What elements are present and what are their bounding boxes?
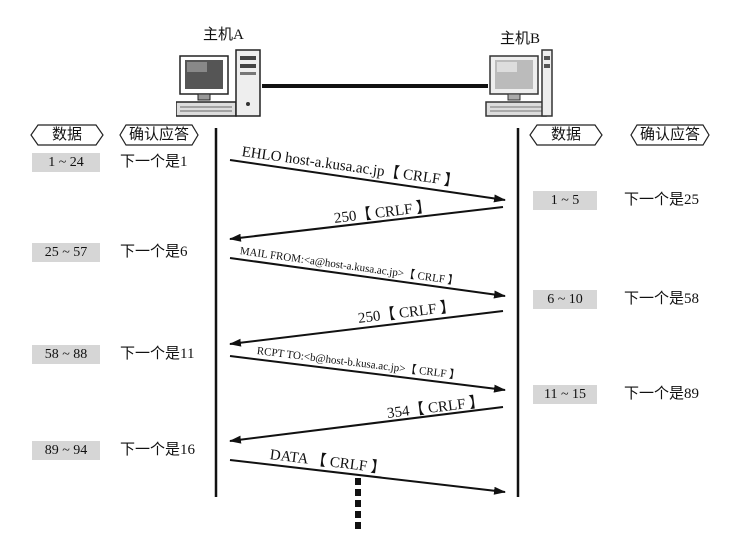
right-data-cell: 11 ~ 15 <box>533 385 597 404</box>
left-data-cell: 1 ~ 24 <box>32 153 100 172</box>
message-label: EHLO host-a.kusa.ac.jp【 CRLF 】 <box>240 144 460 191</box>
right-ack-cell: 下一个是58 <box>624 291 700 307</box>
host-a-computer-icon <box>176 49 261 117</box>
left-ack-header-text: 确认应答 <box>128 127 189 143</box>
host-b-computer-icon <box>485 49 553 117</box>
left-ack-cell: 下一个是1 <box>120 154 188 170</box>
left-ack-header: 确认应答 <box>119 124 199 146</box>
right-ack-cell: 下一个是89 <box>624 386 700 402</box>
left-ack-cell: 下一个是11 <box>120 346 195 362</box>
message-label: RCPT TO:<b@host-b.kusa.ac.jp>【 CRLF 】 <box>256 345 461 382</box>
right-data-cell: 1 ~ 5 <box>533 191 597 210</box>
host-a-label: 主机A <box>203 27 244 43</box>
left-data-header-text: 数据 <box>51 127 82 143</box>
message-label: MAIL FROM:<a@host-a.kusa.ac.jp>【 CRLF 】 <box>239 245 460 288</box>
host-b-label: 主机B <box>500 31 541 47</box>
continuation-dashes <box>355 478 361 529</box>
left-data-cell: 25 ~ 57 <box>32 243 100 262</box>
right-ack-cell: 下一个是25 <box>624 192 700 208</box>
left-ack-cell: 下一个是16 <box>120 442 196 458</box>
message-label: 250【 CRLF 】 <box>333 199 432 227</box>
left-data-cell: 58 ~ 88 <box>32 345 100 364</box>
right-data-header: 数据 <box>529 124 603 146</box>
message-label: 354【 CRLF 】 <box>386 394 485 422</box>
message-label: 250【 CRLF 】 <box>357 299 456 327</box>
left-ack-cell: 下一个是6 <box>120 244 188 260</box>
right-ack-header-text: 确认应答 <box>639 127 700 143</box>
right-ack-header: 确认应答 <box>630 124 710 146</box>
right-data-cell: 6 ~ 10 <box>533 290 597 309</box>
right-data-header-text: 数据 <box>550 127 581 143</box>
left-data-cell: 89 ~ 94 <box>32 441 100 460</box>
left-data-header: 数据 <box>30 124 104 146</box>
message-label: DATA 【 CRLF 】 <box>268 447 387 478</box>
